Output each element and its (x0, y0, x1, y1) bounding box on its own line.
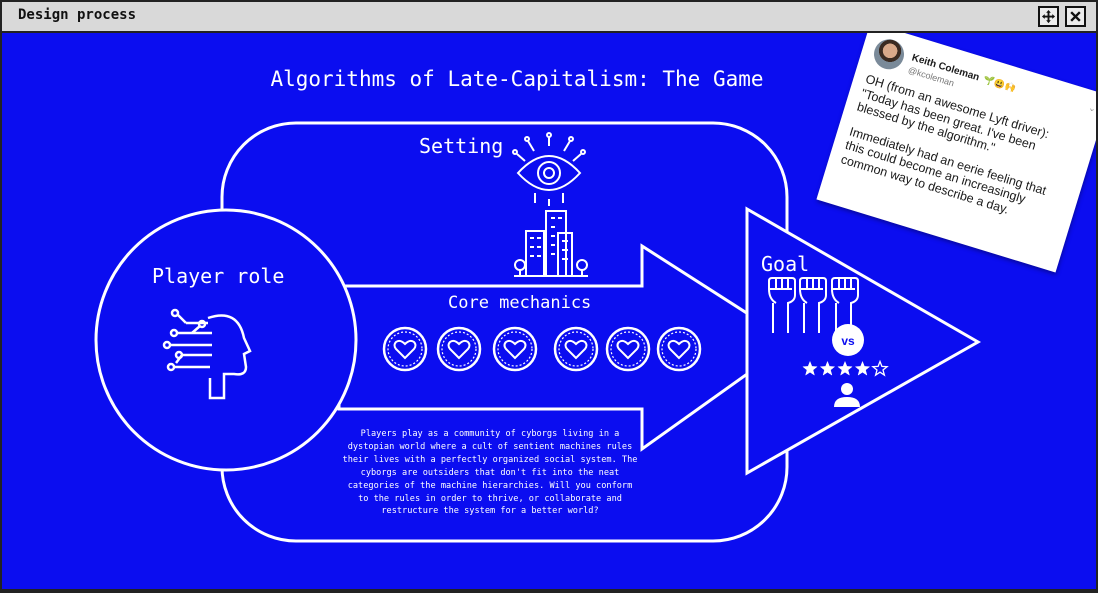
player-role-label: Player role (152, 264, 285, 288)
heart-icon (656, 326, 702, 372)
setting-label: Setting (419, 134, 504, 158)
window-title: Design process (18, 7, 137, 23)
fist-icon (799, 277, 827, 333)
avatar (870, 35, 908, 74)
move-button[interactable] (1038, 6, 1059, 27)
vs-badge (832, 324, 864, 356)
diagram-canvas: vs Algorithms of Late-Capitalism: The Ga… (2, 33, 1096, 591)
rating-stars (802, 359, 889, 377)
heart-icon (436, 326, 482, 372)
star-empty-icon (871, 359, 889, 377)
heart-icon (382, 326, 428, 372)
player-circle (94, 208, 358, 472)
move-icon (1041, 9, 1056, 24)
fist-icon (768, 277, 796, 333)
title-bar: Design process (2, 2, 1096, 33)
star-filled-icon (854, 360, 871, 376)
fists-icon (768, 277, 859, 333)
person-icon (834, 383, 860, 407)
hearts-group (382, 326, 702, 372)
core-mechanics-label: Core mechanics (448, 293, 592, 313)
goal-label: Goal (761, 252, 810, 276)
city-icon (514, 210, 588, 277)
heart-icon (553, 326, 599, 372)
close-icon (1070, 11, 1081, 22)
star-filled-icon (819, 360, 836, 376)
close-button[interactable] (1065, 6, 1086, 27)
vs-label: vs (841, 334, 855, 348)
diagram-shapes: vs (94, 121, 982, 543)
chevron-down-icon: ⌄ (1087, 102, 1096, 114)
heart-icon (605, 326, 651, 372)
eye-icon (512, 132, 586, 206)
game-description: Players play as a community of cyborgs l… (342, 429, 638, 517)
heart-icon (492, 326, 538, 372)
ai-head-icon (162, 308, 252, 400)
star-filled-icon (837, 360, 853, 376)
fist-icon (831, 277, 859, 333)
star-filled-icon (802, 360, 818, 376)
diagram-title: Algorithms of Late-Capitalism: The Game (270, 67, 764, 91)
